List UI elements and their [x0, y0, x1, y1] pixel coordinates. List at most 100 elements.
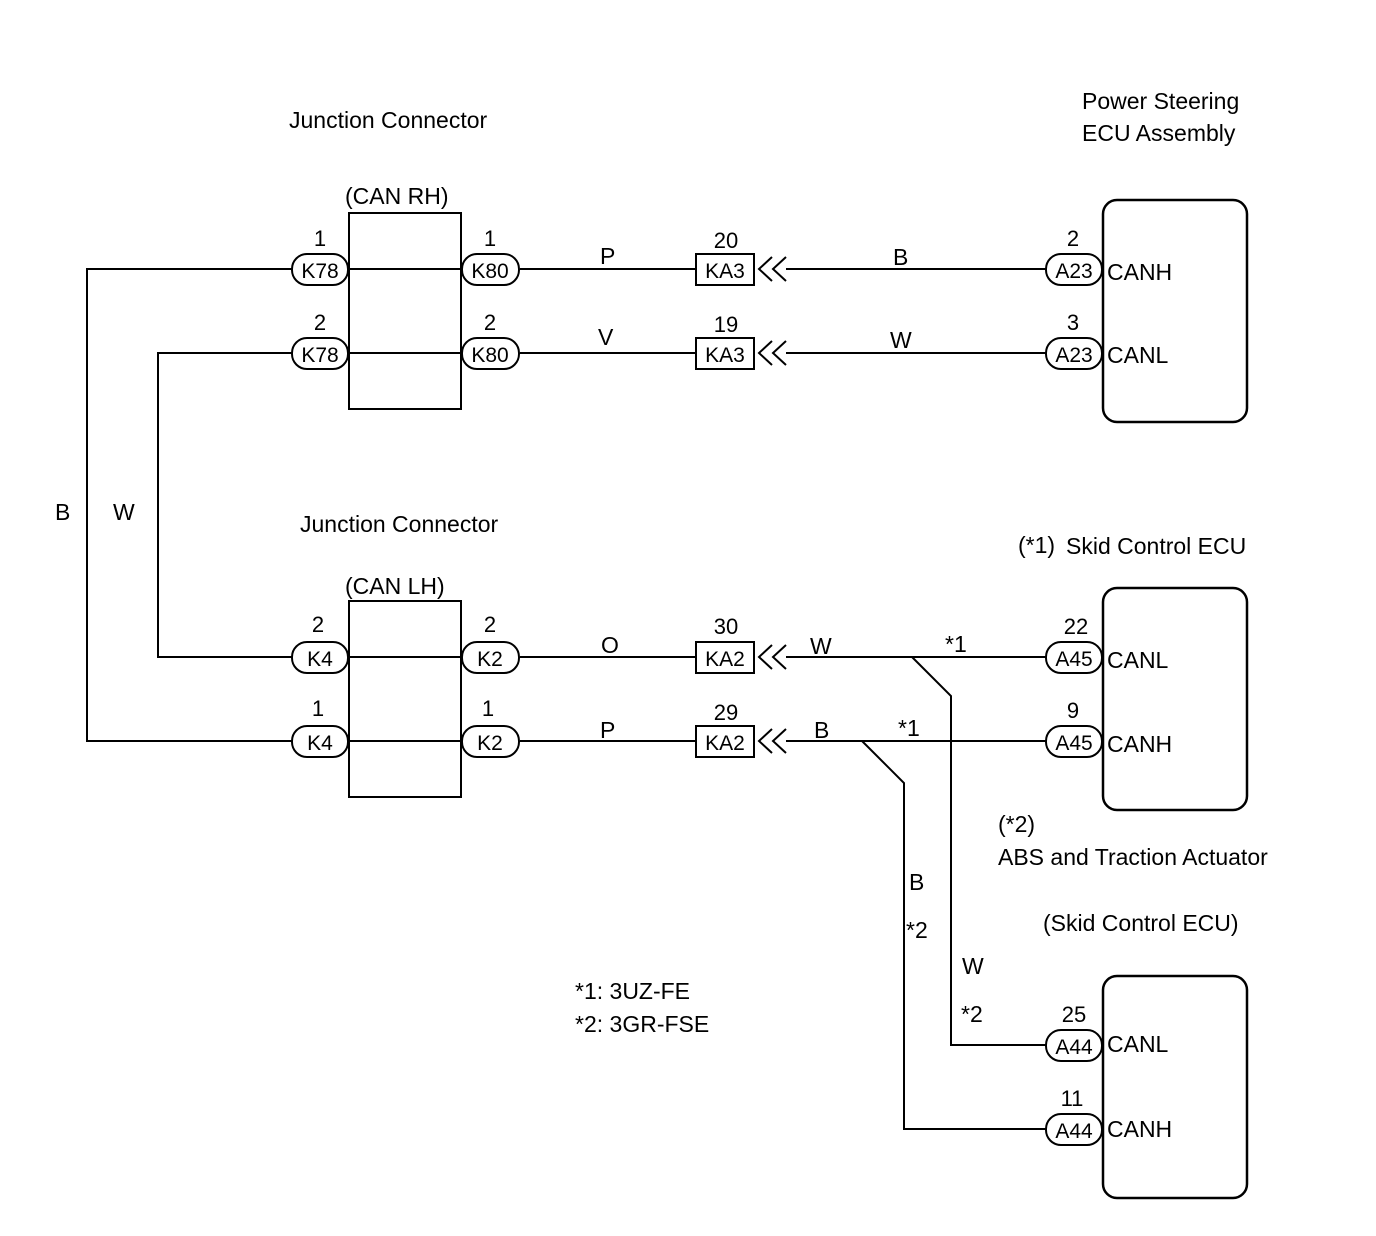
wire-color-b-top: B [893, 244, 908, 270]
wire-color-w-mid: W [810, 633, 832, 659]
wire-note-star1-mid: *1 [945, 631, 967, 657]
connector-a45-pin22-label: A45 [1055, 648, 1092, 671]
connector-ka3-pin19 [695, 337, 755, 370]
junction-connector-lh-sub: (CAN LH) [345, 573, 445, 599]
wire-color-b-low: B [814, 717, 829, 743]
wire-color-p-low: P [600, 717, 615, 743]
wire-bus-w [157, 352, 292, 658]
junction-box-can-rh [348, 212, 462, 410]
wire-color-p-top: P [600, 243, 615, 269]
connector-k2-pin1 [461, 725, 520, 758]
connector-a44-pin25-label: A44 [1055, 1036, 1093, 1059]
wire-color-v-top: V [598, 324, 614, 350]
connector-ka2-pin29 [695, 725, 755, 758]
connector-k4-pin2-label: K4 [307, 648, 333, 671]
connector-k80-pin2-number: 2 [484, 310, 496, 335]
abs-actuator-title: ABS and Traction Actuator [998, 844, 1268, 870]
connector-k80-pin1-number: 1 [484, 226, 496, 251]
abs-canl-label: CANL [1107, 1031, 1169, 1057]
ps-ecu-canl-label: CANL [1107, 342, 1169, 368]
connector-k78-pin2-label: K78 [301, 344, 338, 367]
connector-ka3-pin20 [695, 253, 755, 286]
connector-a44-pin11 [1045, 1113, 1103, 1146]
junction-connector-rh-sub: (CAN RH) [345, 183, 449, 209]
legend-note-1: *1: 3UZ-FE [575, 978, 690, 1004]
wire-color-b-left: B [55, 499, 70, 525]
connector-a44-pin11-number: 11 [1061, 1086, 1084, 1111]
connector-k2-pin2-number: 2 [484, 612, 496, 637]
connector-k2-pin1-label: K2 [477, 732, 503, 755]
wire-bus-b [86, 268, 292, 742]
skid-control-ecu-box [1101, 586, 1249, 812]
wire-color-o-mid: O [601, 632, 619, 658]
connector-a45-pin22-number: 22 [1064, 614, 1088, 639]
connector-k4-pin1-number: 1 [312, 696, 324, 721]
wire-note-star2-w: *2 [961, 1001, 983, 1027]
connector-a45-pin9 [1045, 725, 1103, 758]
power-steering-ecu-box [1101, 198, 1249, 424]
connector-k4-pin1-label: K4 [307, 732, 333, 755]
connector-k80-pin1-label: K80 [471, 260, 508, 283]
connector-ka2-pin30-label: KA2 [705, 648, 745, 671]
wire-note-star1-low: *1 [898, 715, 920, 741]
connector-ka2-pin29-label: KA2 [705, 732, 745, 755]
ps-ecu-canh-label: CANH [1107, 259, 1172, 285]
wire-color-w-top: W [890, 327, 912, 353]
skid-ecu-canl-label: CANL [1107, 647, 1169, 673]
connector-k80-pin2 [461, 337, 520, 370]
connector-k78-pin2-number: 2 [314, 310, 326, 335]
connector-a44-pin25-number: 25 [1062, 1002, 1086, 1027]
connector-k4-pin2-number: 2 [312, 612, 324, 637]
connector-a23-pin2-label: A23 [1055, 260, 1092, 283]
connector-k80-pin1 [461, 253, 520, 286]
connector-k80-pin2-label: K80 [471, 344, 508, 367]
connector-k78-pin1 [291, 253, 349, 286]
connector-a23-pin2 [1045, 253, 1103, 286]
connector-a45-pin9-label: A45 [1055, 732, 1092, 755]
male-terminal-ka2-30-icon [757, 644, 787, 670]
connector-a23-pin3 [1045, 337, 1103, 370]
connector-k2-pin2-label: K2 [477, 648, 503, 671]
male-terminal-ka2-29-icon [757, 728, 787, 754]
connector-k78-pin1-label: K78 [301, 260, 338, 283]
connector-a44-pin11-label: A44 [1055, 1120, 1093, 1143]
skid-ecu-title: Skid Control ECU [1066, 533, 1246, 559]
abs-canh-label: CANH [1107, 1116, 1172, 1142]
connector-ka3-pin20-number: 20 [714, 228, 738, 253]
male-terminal-ka3-20-icon [757, 256, 787, 282]
connector-k78-pin2 [291, 337, 349, 370]
connector-a45-pin9-number: 9 [1067, 698, 1079, 723]
connector-k78-pin1-number: 1 [314, 226, 326, 251]
connector-a23-pin3-number: 3 [1067, 310, 1079, 335]
connector-ka3-pin19-label: KA3 [705, 344, 745, 367]
power-steering-ecu-title-line2: ECU Assembly [1082, 120, 1236, 146]
connector-ka2-pin30-number: 30 [714, 614, 738, 639]
abs-actuator-box [1101, 974, 1249, 1200]
wire-note-star2-b: *2 [906, 917, 928, 943]
connector-a23-pin2-number: 2 [1067, 226, 1079, 251]
connector-k2-pin2 [461, 641, 520, 674]
wire-color-b-branch: B [909, 869, 924, 895]
wires [86, 268, 1046, 1130]
connector-ka3-pin20-label: KA3 [705, 260, 745, 283]
abs-actuator-subtitle: (Skid Control ECU) [1043, 910, 1239, 936]
skid-ecu-canh-label: CANH [1107, 731, 1172, 757]
connector-ka2-pin30 [695, 641, 755, 674]
connector-k4-pin2 [291, 641, 349, 674]
legend-note-2: *2: 3GR-FSE [575, 1011, 709, 1037]
power-steering-ecu-title-line1: Power Steering [1082, 88, 1239, 114]
connector-ka3-pin19-number: 19 [714, 312, 738, 337]
connector-ka2-pin29-number: 29 [714, 700, 738, 725]
wire-branch-b-a44 [861, 740, 1046, 1130]
wire-color-w-left: W [113, 499, 135, 525]
junction-connector-rh-title: Junction Connector [289, 107, 488, 133]
abs-actuator-note: (*2) [998, 811, 1035, 837]
connector-a44-pin25 [1045, 1029, 1103, 1062]
wire-color-w-branch: W [962, 953, 984, 979]
connector-a45-pin22 [1045, 641, 1103, 674]
connector-k4-pin1 [291, 725, 349, 758]
connector-k2-pin1-number: 1 [482, 696, 494, 721]
junction-connector-lh-title: Junction Connector [300, 511, 499, 537]
connector-a23-pin3-label: A23 [1055, 344, 1092, 367]
